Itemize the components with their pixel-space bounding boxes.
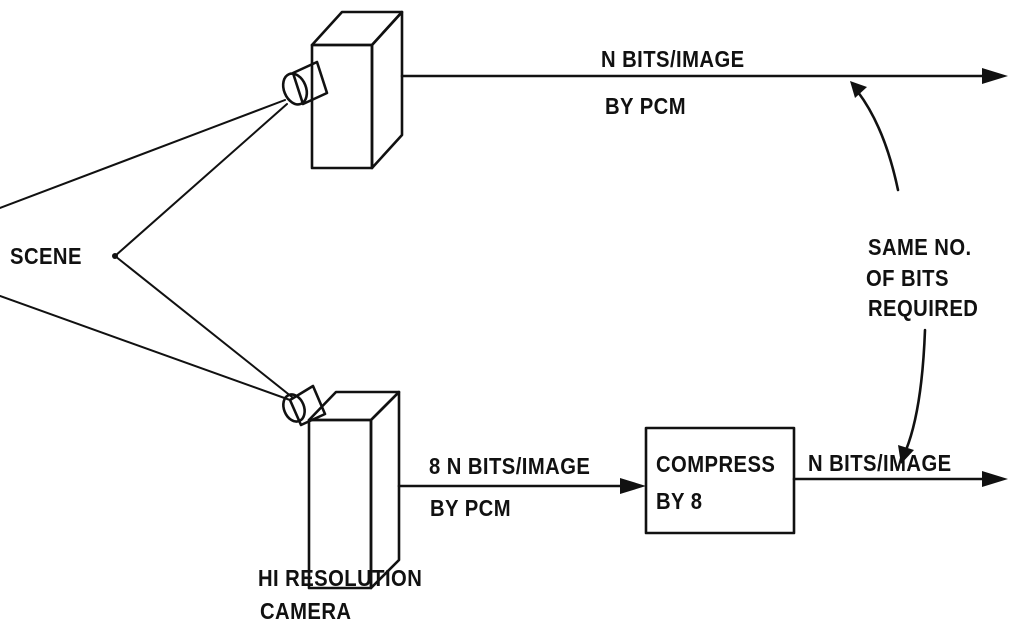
hi-res-camera-label-line1: HI RESOLUTION: [258, 567, 422, 590]
hi-res-output-label-line1: 8 N BITS/IMAGE: [429, 455, 590, 478]
compressor-label-line1: COMPRESS: [656, 453, 775, 476]
comparison-note-line3: REQUIRED: [868, 297, 978, 320]
scene-point: [112, 253, 118, 259]
compressor-label-line2: BY 8: [656, 490, 702, 513]
comparison-arrow-lower: [898, 330, 925, 464]
pcm-to-compressor-arrow: [399, 478, 646, 494]
scene-label: SCENE: [10, 245, 82, 268]
hi-res-camera-label-line2: CAMERA: [260, 600, 351, 623]
hi-resolution-camera: [279, 386, 399, 588]
compressed-output-label: N BITS/IMAGE: [808, 452, 952, 475]
comparison-arrow-upper: [850, 81, 898, 190]
top-output-label-line2: BY PCM: [605, 95, 686, 118]
top-output-label-line1: N BITS/IMAGE: [601, 48, 745, 71]
hi-res-output-label-line2: BY PCM: [430, 497, 511, 520]
comparison-note-line2: OF BITS: [866, 267, 949, 290]
top-camera: [279, 12, 402, 168]
comparison-note-line1: SAME NO.: [868, 236, 972, 259]
compressor-box: [646, 428, 794, 533]
